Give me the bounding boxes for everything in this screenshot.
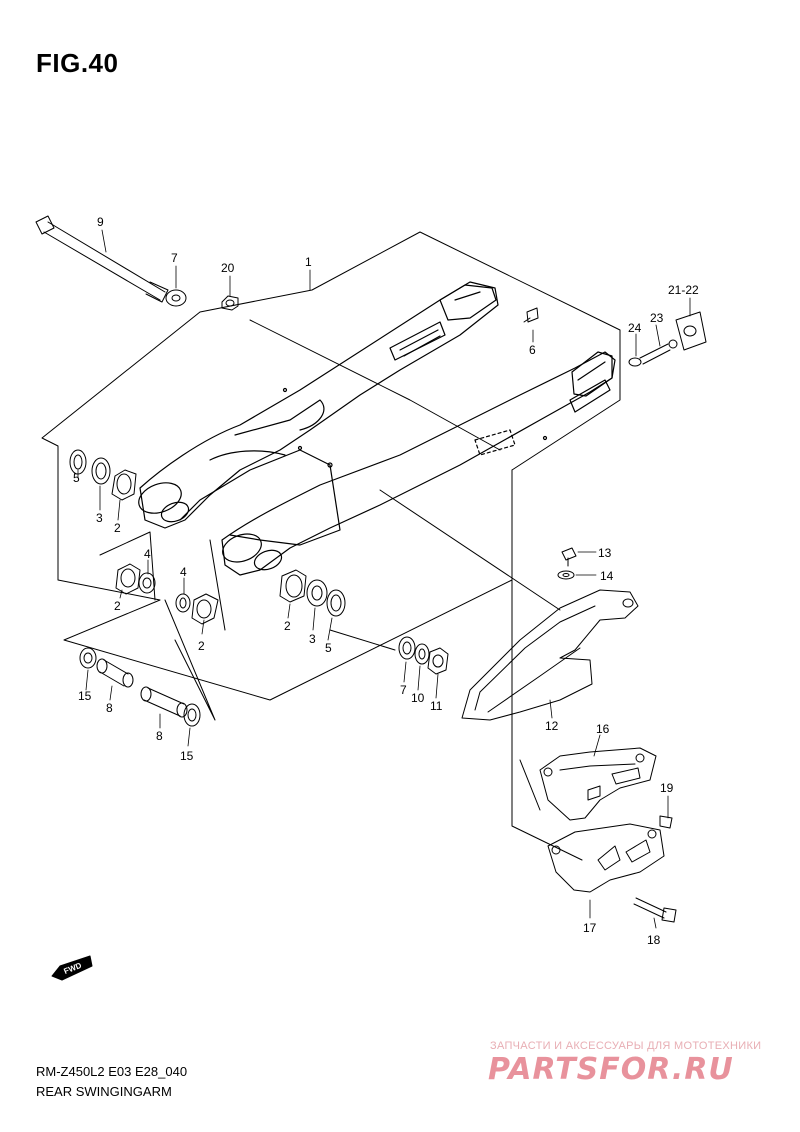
axle-nut-set <box>398 636 449 675</box>
callout-1: 1 <box>305 255 312 269</box>
callout-20: 20 <box>221 261 235 275</box>
callout-2-right: 2 <box>284 619 291 633</box>
callout-18: 18 <box>647 933 661 947</box>
leader-lines <box>77 229 691 929</box>
callout-12: 12 <box>545 719 559 733</box>
callout-10: 10 <box>411 691 425 705</box>
callout-5-left: 5 <box>73 471 80 485</box>
callout-3-right: 3 <box>309 632 316 646</box>
callout-9: 9 <box>97 215 104 229</box>
washer-7-top <box>165 289 187 307</box>
callout-17: 17 <box>583 921 597 935</box>
group-boundary-lines <box>41 231 621 861</box>
chain-guide-upper <box>539 747 657 821</box>
bolt-6 <box>523 307 539 323</box>
callout-24: 24 <box>628 321 642 335</box>
callout-19: 19 <box>660 781 674 795</box>
callout-6: 6 <box>529 343 536 357</box>
callout-13: 13 <box>598 546 612 560</box>
slider-screw <box>557 547 577 580</box>
callout-8-right: 8 <box>156 729 163 743</box>
chain-guide-lower <box>547 823 665 893</box>
figure-title: FIG.40 <box>36 48 119 78</box>
callout-15-left: 15 <box>78 689 92 703</box>
watermark-tagline: ЗАПЧАСТИ И АКСЕССУАРЫ ДЛЯ МОТОТЕХНИКИ <box>490 1040 762 1052</box>
callout-7-right: 7 <box>400 683 407 697</box>
watermark-logo: PARTSFOR.RU <box>488 1052 734 1087</box>
right-bearing-stack <box>279 569 346 617</box>
left-bearing-stack <box>69 449 137 501</box>
callout-5-right: 5 <box>325 641 332 655</box>
callout-21-22: 21-22 <box>668 283 699 297</box>
pivot-bolt <box>35 215 169 303</box>
callout-3-left: 3 <box>96 511 103 525</box>
lower-left-bearing <box>115 563 156 595</box>
chain-adjuster <box>628 311 707 367</box>
callout-8-left: 8 <box>106 701 113 715</box>
center-bearing <box>175 593 219 625</box>
callout-4-left: 4 <box>144 547 151 561</box>
model-code: RM-Z450L2 E03 E28_040 <box>36 1064 188 1079</box>
callout-14: 14 <box>600 569 614 583</box>
swingarm-body <box>138 281 616 576</box>
callout-2-lowerleft: 2 <box>114 599 121 613</box>
callout-15-right: 15 <box>180 749 194 763</box>
callout-7: 7 <box>171 251 178 265</box>
callout-2-left: 2 <box>114 521 121 535</box>
callout-16: 16 <box>596 722 610 736</box>
callout-4-center: 4 <box>180 565 187 579</box>
callout-23: 23 <box>650 311 664 325</box>
callout-11: 11 <box>430 699 443 713</box>
pivot-collars <box>79 647 201 727</box>
chain-slider <box>461 589 639 721</box>
nut-20 <box>221 295 239 311</box>
diagram-title: REAR SWINGINGARM <box>36 1084 172 1099</box>
callout-2-center: 2 <box>198 639 205 653</box>
fwd-arrow-icon <box>51 955 93 981</box>
